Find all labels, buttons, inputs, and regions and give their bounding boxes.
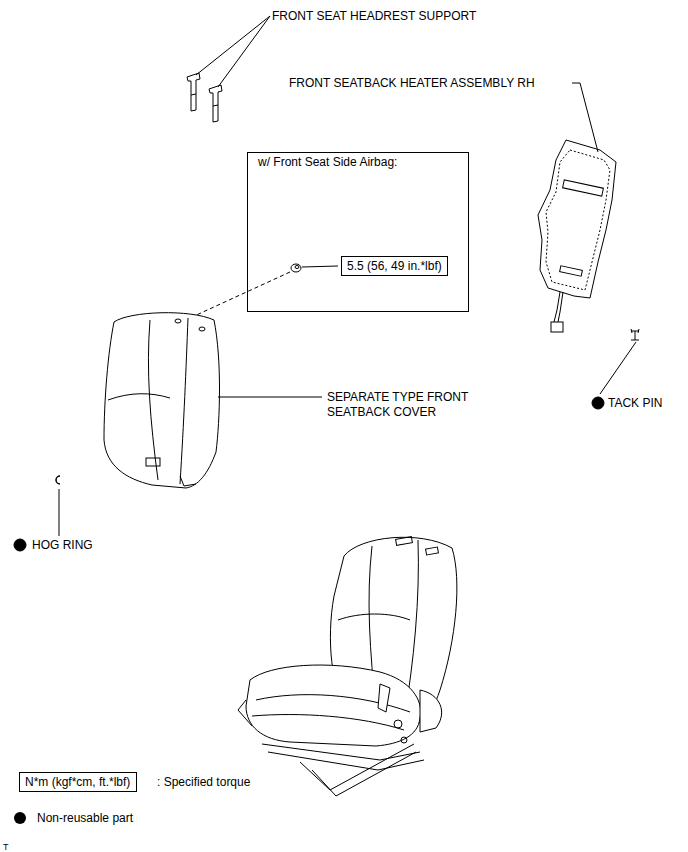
leader-line xyxy=(59,489,60,536)
part-label: FRONT SEATBACK HEATER ASSEMBLY RH xyxy=(289,76,535,91)
node-text: 5.5 (56, 49 in.*lbf) xyxy=(347,259,442,273)
part-label: : Specified torque xyxy=(157,775,250,790)
condition-box: w/ Front Seat Side Airbag: 5.5 (56, 49 in… xyxy=(247,152,469,312)
seat-assembly xyxy=(238,537,457,796)
node-text: N*m (kgf*cm, ft.*lbf) xyxy=(25,775,131,789)
leader-line xyxy=(218,16,270,87)
part-label: HOG RING xyxy=(32,538,93,553)
leader-line xyxy=(218,397,322,398)
seatback-heater xyxy=(538,140,616,332)
non-reusable-mark xyxy=(14,539,26,551)
legend-swatch xyxy=(14,812,26,824)
node-text: w/ Front Seat Side Airbag: xyxy=(258,155,397,169)
hog-ring xyxy=(56,476,60,484)
seatback-cover xyxy=(104,313,220,488)
non-reusable-mark xyxy=(592,397,604,409)
part-label: SEPARATE TYPE FRONT SEATBACK COVER xyxy=(327,390,477,420)
leader-line xyxy=(302,266,338,267)
torque-box: 5.5 (56, 49 in.*lbf) xyxy=(341,256,448,276)
tack-pin xyxy=(631,329,639,340)
headrest-support xyxy=(187,73,222,122)
part-label: TACK PIN xyxy=(608,396,662,411)
torque-legend-box: N*m (kgf*cm, ft.*lbf) xyxy=(19,772,137,792)
leader-line xyxy=(600,342,636,394)
part-label: FRONT SEAT HEADREST SUPPORT xyxy=(272,9,476,24)
part-label: T xyxy=(3,840,9,852)
leader-line xyxy=(572,83,598,152)
legend-text: Non-reusable part xyxy=(37,811,133,826)
nut xyxy=(291,264,301,272)
